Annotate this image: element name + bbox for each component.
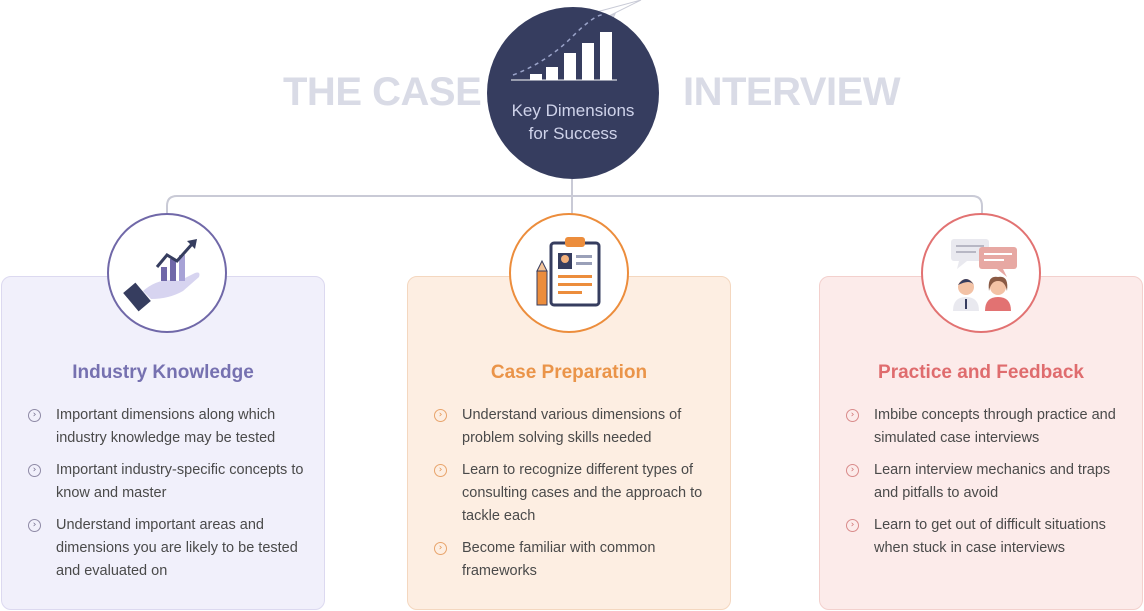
list-item: › Learn interview mechanics and traps and… bbox=[843, 459, 1132, 505]
chevron-right-icon: › bbox=[846, 409, 859, 422]
list-item: › Learn to get out of difficult situation… bbox=[843, 514, 1132, 560]
list-item: › Become familiar with common frameworks bbox=[431, 537, 720, 583]
chevron-right-icon: › bbox=[434, 542, 447, 555]
list-item: › Learn to recognize different types of c… bbox=[431, 459, 720, 528]
clipboard-resume-icon bbox=[509, 213, 629, 333]
hub-title-line1: Key Dimensions bbox=[511, 101, 635, 120]
hub-title: Key Dimensions for Success bbox=[487, 99, 659, 145]
two-people-talking-icon bbox=[921, 213, 1041, 333]
chevron-right-icon: › bbox=[28, 409, 41, 422]
card-title: Practice and Feedback bbox=[878, 362, 1084, 383]
list-item-text: Imbibe concepts through practice and sim… bbox=[874, 407, 1116, 446]
list-item-text: Become familiar with common frameworks bbox=[462, 540, 656, 579]
hand-growth-chart-icon bbox=[107, 213, 227, 333]
chevron-right-icon: › bbox=[846, 464, 859, 477]
list-item-text: Learn to get out of difficult situations… bbox=[874, 517, 1106, 556]
list-item: › Understand various dimensions of proble… bbox=[431, 404, 720, 450]
list-item: › Important industry-specific concepts to… bbox=[25, 459, 314, 505]
hub-circle: Key Dimensions for Success bbox=[487, 7, 659, 179]
list-item-text: Learn to recognize different types of co… bbox=[462, 462, 703, 524]
list-item-text: Important industry-specific concepts to … bbox=[56, 462, 304, 501]
item-list: › Understand various dimensions of proble… bbox=[431, 404, 720, 592]
list-item: › Important dimensions along which indust… bbox=[25, 404, 314, 450]
card-title: Case Preparation bbox=[490, 362, 648, 383]
title-right-text: INTERVIEW bbox=[683, 70, 901, 114]
chevron-right-icon: › bbox=[434, 464, 447, 477]
list-item-text: Understand important areas and dimension… bbox=[56, 517, 298, 579]
chevron-right-icon: › bbox=[28, 519, 41, 532]
chevron-right-icon: › bbox=[846, 519, 859, 532]
item-list: › Important dimensions along which indust… bbox=[25, 404, 314, 592]
list-item: › Imbibe concepts through practice and si… bbox=[843, 404, 1132, 450]
list-item-text: Understand various dimensions of problem… bbox=[462, 407, 682, 446]
title-left-text: THE CASE bbox=[283, 70, 482, 114]
list-item-text: Important dimensions along which industr… bbox=[56, 407, 276, 446]
item-list: › Imbibe concepts through practice and si… bbox=[843, 404, 1132, 569]
hub-title-line2: for Success bbox=[528, 124, 618, 143]
chevron-right-icon: › bbox=[28, 464, 41, 477]
list-item-text: Learn interview mechanics and traps and … bbox=[874, 462, 1111, 501]
growth-bars-icon bbox=[511, 13, 617, 81]
card-title: Industry Knowledge bbox=[72, 362, 254, 383]
chevron-right-icon: › bbox=[434, 409, 447, 422]
card-practice-feedback: Practice and Feedback › Imbibe concepts t… bbox=[819, 276, 1143, 610]
list-item: › Understand important areas and dimensio… bbox=[25, 514, 314, 583]
